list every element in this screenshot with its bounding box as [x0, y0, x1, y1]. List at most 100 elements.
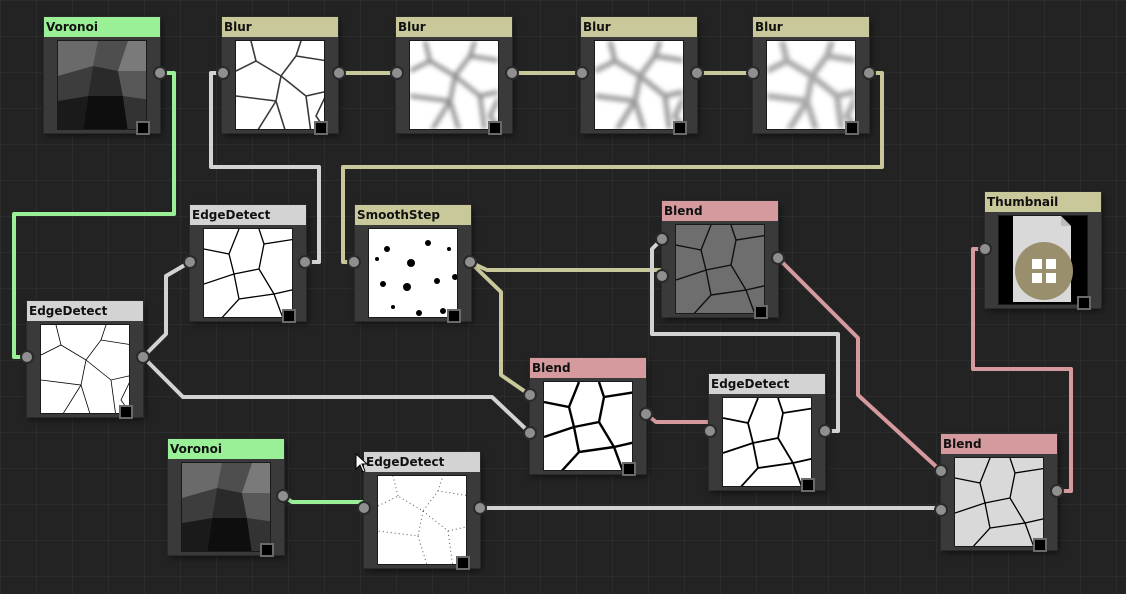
node-blur-1[interactable]: Blur	[222, 17, 338, 135]
node-options-handle[interactable]	[622, 462, 636, 476]
output-port[interactable]	[153, 66, 167, 80]
output-port[interactable]	[473, 501, 487, 515]
input-port[interactable]	[575, 66, 589, 80]
input-port[interactable]	[746, 66, 760, 80]
preview-image	[410, 41, 498, 129]
node-title: Blur	[581, 17, 697, 37]
wire-edgedetect-2-to-blend-2	[141, 355, 532, 435]
node-options-handle[interactable]	[754, 305, 768, 319]
node-options-handle[interactable]	[119, 405, 133, 419]
node-voronoi-2[interactable]: Voronoi	[168, 439, 284, 557]
node-options-handle[interactable]	[1033, 538, 1047, 552]
node-title: Blend	[530, 358, 646, 378]
input-port[interactable]	[216, 66, 230, 80]
output-port[interactable]	[639, 407, 653, 421]
input-port[interactable]	[20, 350, 34, 364]
node-blur-3[interactable]: Blur	[581, 17, 697, 135]
node-smoothstep-1[interactable]: SmoothStep	[355, 205, 471, 323]
node-options-handle[interactable]	[282, 309, 296, 323]
wire-voronoi-1-to-edgedetect-2	[12, 71, 176, 359]
output-port[interactable]	[332, 66, 346, 80]
node-blur-4[interactable]: Blur	[753, 17, 869, 135]
output-port[interactable]	[771, 251, 785, 265]
node-title: EdgeDetect	[190, 205, 306, 225]
node-voronoi-1[interactable]: Voronoi	[44, 17, 160, 135]
preview-image	[544, 382, 632, 470]
node-title: EdgeDetect	[364, 452, 480, 472]
preview-image	[723, 398, 811, 486]
node-edgedetect-2[interactable]: EdgeDetect	[27, 301, 143, 419]
node-options-handle[interactable]	[845, 121, 859, 135]
wire-smoothstep-1-to-blend-1	[468, 260, 664, 272]
wire-blend-1-to-edgedetect-3	[650, 237, 840, 433]
node-options-handle[interactable]	[260, 543, 274, 557]
node-options-handle[interactable]	[488, 121, 502, 135]
wire-edgedetect-1-to-blur-1	[209, 71, 321, 264]
input-port[interactable]	[934, 503, 948, 517]
wire-smoothstep-1-to-blend-2	[468, 260, 532, 397]
wire-edgedetect-2-to-edgedetect-1	[141, 260, 192, 359]
node-options-handle[interactable]	[673, 121, 687, 135]
node-blur-2[interactable]: Blur	[396, 17, 512, 135]
output-port[interactable]	[463, 255, 477, 269]
preview-image	[369, 229, 457, 317]
input-port[interactable]	[390, 66, 404, 80]
preview-image	[204, 229, 292, 317]
input-port[interactable]	[183, 255, 197, 269]
node-title: Blur	[396, 17, 512, 37]
node-title: EdgeDetect	[27, 301, 143, 321]
node-title: EdgeDetect	[709, 374, 825, 394]
node-title: Blend	[941, 434, 1057, 454]
node-edgedetect-4[interactable]: EdgeDetect	[364, 452, 480, 570]
wire-blend-3-to-thumbnail-1	[971, 247, 1073, 493]
input-port[interactable]	[347, 255, 361, 269]
node-title: SmoothStep	[355, 205, 471, 225]
preview-image	[236, 41, 324, 129]
node-blend-1[interactable]: Blend	[662, 201, 778, 319]
preview-image	[41, 325, 129, 413]
output-port[interactable]	[276, 489, 290, 503]
wire-blend-1-to-blend-3	[776, 256, 943, 473]
input-port[interactable]	[523, 426, 537, 440]
node-blend-3[interactable]: Blend	[941, 434, 1057, 552]
node-title: Blur	[753, 17, 869, 37]
input-port[interactable]	[978, 242, 992, 256]
output-port[interactable]	[136, 350, 150, 364]
output-port[interactable]	[690, 66, 704, 80]
wire-blend-2-to-edgedetect-3	[644, 412, 712, 424]
node-thumbnail-1[interactable]: Thumbnail	[985, 192, 1101, 310]
thumbnail-icon[interactable]	[1015, 242, 1073, 300]
preview-image	[676, 225, 764, 313]
node-title: Blur	[222, 17, 338, 37]
output-port[interactable]	[862, 66, 876, 80]
node-edgedetect-3[interactable]: EdgeDetect	[709, 374, 825, 492]
preview-image	[182, 463, 270, 551]
preview-image	[378, 476, 466, 564]
output-port[interactable]	[1050, 484, 1064, 498]
node-options-handle[interactable]	[801, 478, 815, 492]
node-blend-2[interactable]: Blend	[530, 358, 646, 476]
node-title: Voronoi	[168, 439, 284, 459]
input-port[interactable]	[523, 388, 537, 402]
preview-image	[595, 41, 683, 129]
output-port[interactable]	[505, 66, 519, 80]
node-options-handle[interactable]	[136, 121, 150, 135]
input-port[interactable]	[655, 269, 669, 283]
node-edgedetect-1[interactable]: EdgeDetect	[190, 205, 306, 323]
node-options-handle[interactable]	[456, 556, 470, 570]
output-port[interactable]	[818, 424, 832, 438]
wire-voronoi-2-to-edgedetect-4	[281, 494, 365, 504]
node-options-handle[interactable]	[314, 121, 328, 135]
node-options-handle[interactable]	[447, 309, 461, 323]
input-port[interactable]	[703, 424, 717, 438]
node-options-handle[interactable]	[1077, 296, 1091, 310]
node-title: Voronoi	[44, 17, 160, 37]
preview-image	[58, 41, 146, 129]
input-port[interactable]	[655, 232, 669, 246]
output-port[interactable]	[298, 255, 312, 269]
node-title: Thumbnail	[985, 192, 1101, 212]
node-title: Blend	[662, 201, 778, 221]
wire-blur-4-to-smoothstep-1	[341, 71, 884, 264]
input-port[interactable]	[934, 464, 948, 478]
input-port[interactable]	[357, 501, 371, 515]
